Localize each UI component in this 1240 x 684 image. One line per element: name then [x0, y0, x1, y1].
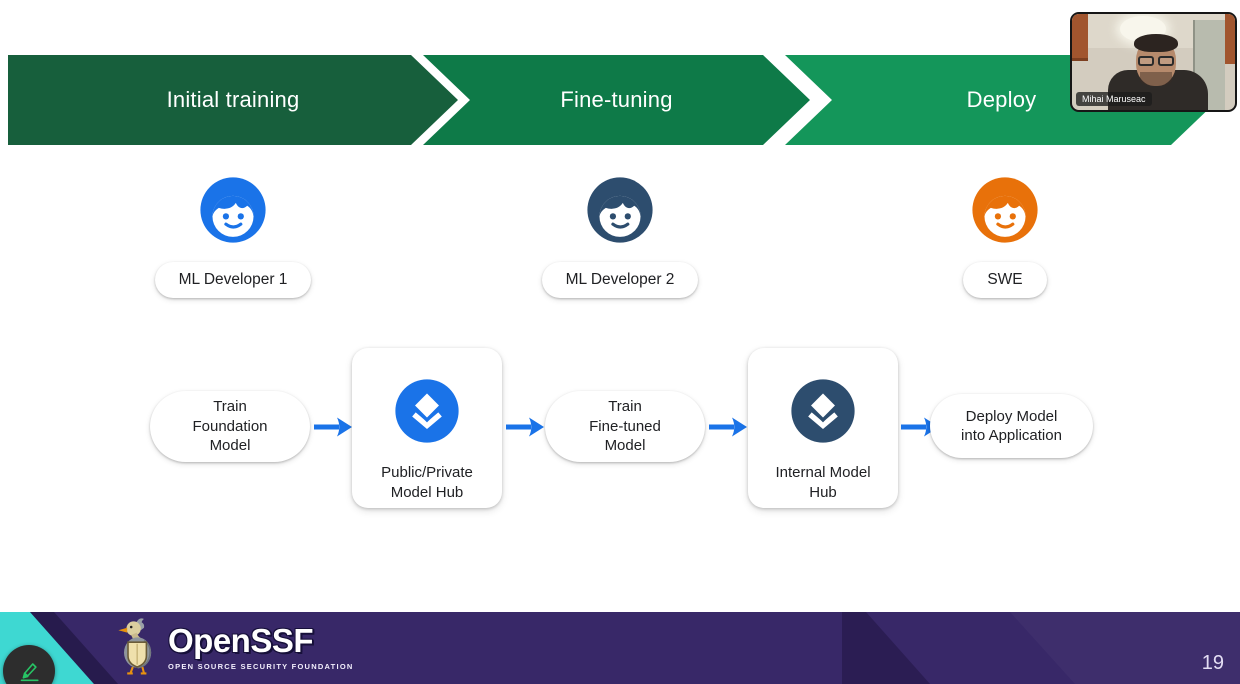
webcam-cabinet-right	[1225, 14, 1235, 64]
flow-step-deploy-model-into-application: Deploy Model into Application	[930, 394, 1093, 458]
webcam-video-overlay[interactable]: Mihai Maruseac	[1070, 12, 1237, 112]
flow-arrow-icon	[313, 415, 353, 444]
flow-node-text: Public/Private	[381, 464, 473, 481]
flow-step-text: Model	[604, 437, 646, 455]
openssf-duck-mascot-icon	[112, 616, 160, 683]
flow-node-label: Public/Private Model Hub	[381, 463, 473, 502]
actor-label: SWE	[963, 262, 1047, 298]
stage-label: Fine-tuning	[560, 87, 673, 112]
person-face-icon	[586, 176, 654, 249]
model-hub-layers-icon	[394, 378, 460, 449]
webcam-person-beard	[1140, 72, 1172, 86]
flow-step-text: Train	[213, 398, 247, 416]
flow-node-text: Internal Model	[775, 464, 871, 481]
flow-step-train-fine-tuned-model: Train Fine-tuned Model	[545, 391, 705, 462]
slide-footer: OpenSSF OPEN SOURCE SECURITY FOUNDATION …	[0, 612, 1240, 684]
model-hub-layers-icon	[790, 378, 856, 449]
openssf-logo-subtitle: OPEN SOURCE SECURITY FOUNDATION	[168, 662, 354, 671]
flow-step-text: Model	[209, 437, 251, 455]
footer-diagonal-shade	[842, 612, 930, 684]
flow-step-text: Fine-tuned	[589, 417, 661, 435]
openssf-logo-title: OpenSSF	[168, 622, 314, 659]
actor-label: ML Developer 2	[541, 262, 699, 298]
flow-step-text: Deploy Model	[965, 407, 1058, 425]
annotate-pencil-button[interactable]	[3, 645, 55, 684]
openssf-logo-text: OpenSSF OPEN SOURCE SECURITY FOUNDATION	[168, 624, 354, 671]
actor-swe: SWE	[905, 176, 1105, 298]
actor-ml-developer-2: ML Developer 2	[520, 176, 720, 298]
flow-arrow-icon	[708, 415, 748, 444]
flow-step-text: Foundation	[192, 417, 268, 435]
webcam-person-hair	[1134, 34, 1178, 52]
webcam-cabinet-left	[1072, 14, 1088, 61]
flow-arrow-icon	[505, 415, 545, 444]
flow-node-label: Internal Model Hub	[775, 463, 870, 502]
flow-step-train-foundation-model: Train Foundation Model	[150, 391, 310, 462]
person-face-icon	[199, 176, 267, 249]
slide-page-number: 19	[1201, 652, 1224, 674]
flow-step-text: into Application	[961, 427, 1062, 444]
flow-node-public-private-model-hub: Public/Private Model Hub	[352, 348, 502, 508]
stage-chevron-fine-tuning: Fine-tuning	[423, 55, 810, 145]
flow-node-text: Hub	[809, 483, 837, 501]
flow-step-text: Train	[608, 398, 642, 416]
pencil-icon	[14, 654, 44, 684]
openssf-logo: OpenSSF OPEN SOURCE SECURITY FOUNDATION	[112, 616, 354, 683]
flow-node-internal-model-hub: Internal Model Hub	[748, 348, 898, 508]
flow-node-text: Model Hub	[390, 483, 464, 501]
person-face-icon	[971, 176, 1039, 249]
stage-label: Initial training	[166, 87, 300, 112]
webcam-name-label: Mihai Maruseac	[1076, 92, 1152, 106]
actor-ml-developer-1: ML Developer 1	[133, 176, 333, 298]
stage-label: Deploy	[966, 87, 1037, 112]
actor-label: ML Developer 1	[154, 262, 312, 298]
stage-chevron-initial-training: Initial training	[8, 55, 458, 145]
webcam-person-glasses	[1138, 56, 1174, 66]
